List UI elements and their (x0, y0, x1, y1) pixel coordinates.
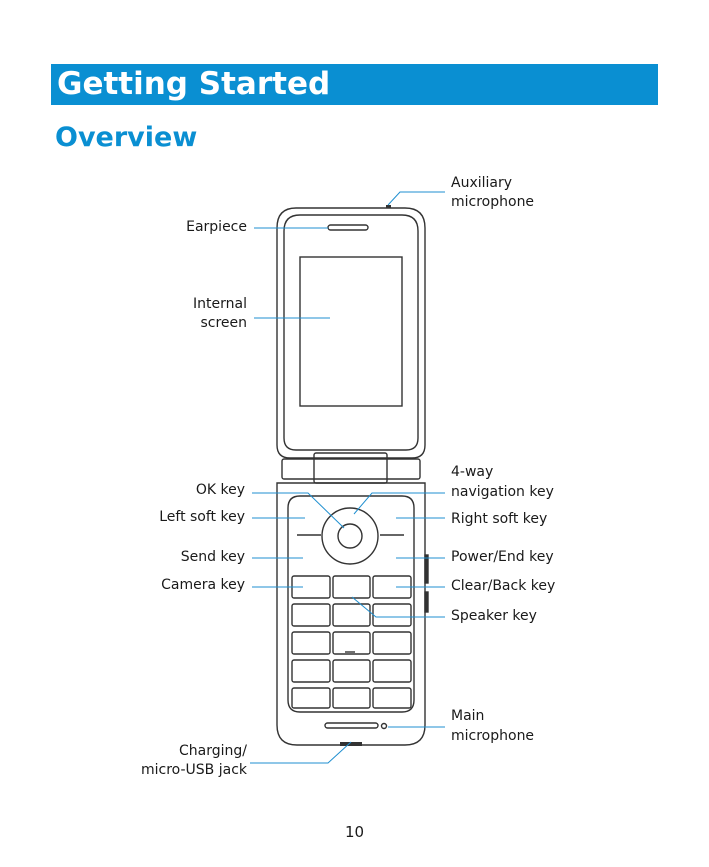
label-send-key: Send key (180, 549, 245, 565)
side-button-upper (424, 554, 429, 584)
label-auxiliary-microphone-line1: Auxiliary (451, 175, 513, 191)
key-0 (332, 659, 371, 683)
key-8 (332, 631, 371, 655)
side-button-lower (424, 591, 429, 613)
keypad-panel (287, 495, 415, 713)
lid-inner-bezel (283, 214, 419, 451)
label-charging-line2: micro-USB jack (140, 762, 247, 778)
callout-aux-mic (387, 191, 445, 206)
callout-charging (250, 741, 352, 764)
key-5 (332, 603, 371, 627)
label-auxiliary-microphone-line2: microphone (451, 194, 535, 210)
label-ok-key: OK key (195, 482, 245, 498)
key-2 (332, 575, 371, 599)
key-9 (372, 631, 412, 655)
label-clear-back-key: Clear/Back key (451, 578, 556, 594)
label-earpiece: Earpiece (186, 219, 247, 235)
key-row6-right (372, 687, 412, 709)
key-row6-mid (332, 687, 371, 709)
bottom-speaker-slot (324, 722, 379, 729)
label-charging-line1: Charging/ (179, 743, 247, 759)
internal-screen (299, 256, 403, 407)
chapter-header: Getting Started (51, 64, 658, 105)
aux-mic-hole (386, 205, 391, 208)
label-power-end-key: Power/End key (451, 549, 554, 565)
label-internal-screen-line2: screen (200, 315, 247, 331)
label-main-microphone-line2: microphone (451, 728, 535, 744)
phone-base (276, 482, 426, 746)
callout-ok-key (252, 492, 345, 529)
label-internal-screen-line1: Internal (193, 296, 247, 312)
hinge (281, 458, 421, 480)
nav-ring (321, 507, 379, 565)
main-mic-hole (380, 722, 388, 730)
callout-nav-key (353, 492, 445, 515)
callout-speaker-key (351, 596, 445, 618)
key-star (291, 659, 331, 683)
label-nav-key-line1: 4-way (451, 464, 494, 480)
label-nav-key-line2: navigation key (451, 484, 554, 500)
key-4 (291, 603, 331, 627)
label-right-soft-key: Right soft key (451, 511, 548, 527)
key-row6-left (291, 687, 331, 709)
key-6 (372, 603, 412, 627)
usb-jack (340, 742, 362, 746)
phone-lid (276, 207, 426, 459)
label-speaker-key: Speaker key (451, 608, 537, 624)
key-7 (291, 631, 331, 655)
section-title: Overview (55, 122, 198, 153)
chapter-title: Getting Started (57, 66, 331, 102)
label-camera-key: Camera key (161, 577, 245, 593)
label-main-microphone-line1: Main (451, 708, 485, 724)
label-left-soft-key: Left soft key (159, 509, 245, 525)
key-hash (372, 659, 412, 683)
page-number: 10 (344, 823, 365, 841)
ok-key (337, 523, 363, 549)
earpiece (327, 224, 369, 231)
